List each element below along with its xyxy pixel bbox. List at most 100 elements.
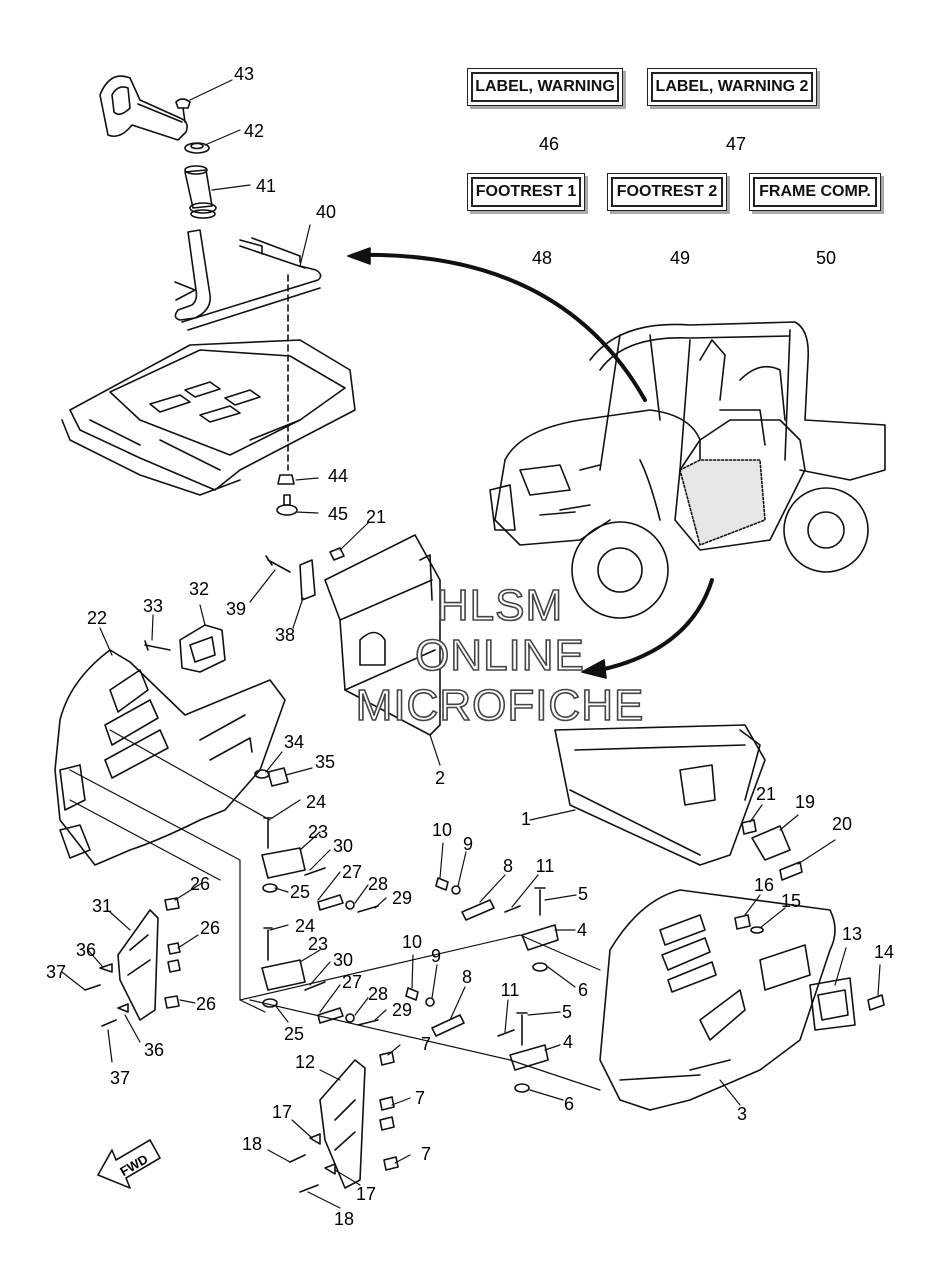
callout-5: 5	[578, 884, 588, 904]
label-number-50: 50	[816, 248, 836, 268]
callout-37: 37	[110, 1068, 130, 1088]
utility-vehicle-illustration	[489, 321, 886, 619]
callout-40: 40	[316, 202, 336, 222]
callout-24: 24	[295, 916, 315, 936]
hinge-23-lower	[261, 959, 306, 991]
callout-8: 8	[503, 856, 513, 876]
bracket-32	[179, 624, 226, 673]
frame-line	[69, 729, 271, 1013]
mudflap-31	[117, 909, 159, 1021]
collar-41	[184, 165, 217, 219]
callout-11: 11	[501, 980, 520, 1000]
washer-6-lower	[514, 1083, 530, 1093]
washer-6-upper	[532, 962, 548, 972]
callout-43: 43	[234, 64, 254, 84]
hinge-23-upper	[261, 847, 306, 879]
bolt-33	[144, 640, 171, 651]
bolt-5-upper	[534, 887, 546, 916]
callout-6: 6	[578, 980, 588, 1000]
label-warning-text: LABEL, WARNING	[471, 72, 619, 102]
bolt-24-upper	[263, 817, 273, 849]
callout-7: 7	[421, 1034, 431, 1054]
label-warning-2-text: LABEL, WARNING 2	[651, 72, 813, 102]
callout-31: 31	[92, 896, 112, 916]
washer-9-upper	[451, 885, 461, 895]
callout-16: 16	[754, 875, 774, 895]
callout-26: 26	[200, 918, 220, 938]
callout-17: 17	[272, 1102, 292, 1122]
callout-29: 29	[392, 888, 412, 908]
floor-panel	[61, 339, 356, 496]
nut-21-right	[741, 819, 757, 835]
label-warning-box: LABEL, WARNING	[467, 68, 623, 106]
callout-28: 28	[368, 984, 388, 1004]
bolt-24-lower	[263, 927, 273, 961]
strap-27-upper	[317, 894, 344, 911]
callout-6: 6	[564, 1094, 574, 1114]
callout-35: 35	[315, 752, 335, 772]
callout-45: 45	[328, 504, 348, 524]
nuts-7	[379, 1051, 399, 1171]
callout-17: 17	[356, 1184, 376, 1204]
watermark-line-2: ONLINE	[414, 631, 585, 680]
side-panel-1	[554, 724, 766, 866]
handle-bar-40	[174, 229, 322, 331]
bolt-39	[265, 555, 291, 573]
callout-18: 18	[242, 1134, 262, 1154]
callout-21: 21	[366, 507, 386, 527]
bracket-13	[809, 977, 856, 1031]
nut-16	[734, 914, 751, 930]
callout-18: 18	[334, 1209, 354, 1229]
callout-2: 2	[435, 768, 445, 788]
side-panel-2	[324, 534, 441, 736]
bolt-10-upper	[435, 877, 449, 891]
callout-33: 33	[143, 596, 163, 616]
callout-30: 30	[333, 950, 353, 970]
nut-21-top	[329, 547, 345, 561]
callout-14: 14	[874, 942, 894, 962]
bolt-20	[779, 861, 803, 881]
callout-32: 32	[189, 579, 209, 599]
label-number-46: 46	[539, 134, 559, 154]
callout-38: 38	[275, 625, 295, 645]
footrest-2-text: FOOTREST 2	[611, 177, 723, 207]
washer-9-lower	[425, 997, 435, 1007]
bolt-10-lower	[405, 987, 419, 1001]
callout-7: 7	[415, 1088, 425, 1108]
callout-39: 39	[226, 599, 246, 619]
callout-1: 1	[521, 809, 531, 829]
callout-3: 3	[737, 1104, 747, 1124]
label-number-48: 48	[532, 248, 552, 268]
callout-8: 8	[462, 967, 472, 987]
callout-10: 10	[402, 932, 422, 952]
callout-42: 42	[244, 121, 264, 141]
bolt-5-lower	[516, 1012, 528, 1046]
callout-9: 9	[463, 834, 473, 854]
footrest-2-box: FOOTREST 2	[607, 173, 727, 211]
callout-11: 11	[536, 856, 555, 876]
frame-comp-box: FRAME COMP.	[749, 173, 881, 211]
callout-34: 34	[284, 732, 304, 752]
footrest-right-3	[599, 889, 836, 1111]
bolt-11-lower	[497, 1029, 515, 1037]
callout-21: 21	[756, 784, 776, 804]
bolts-17-18	[289, 1133, 336, 1193]
bracket-4-upper	[521, 924, 559, 951]
frame-line-lower	[239, 934, 601, 1091]
callout-25: 25	[284, 1024, 304, 1044]
callout-20: 20	[832, 814, 852, 834]
strap-27-lower	[317, 1007, 344, 1024]
callout-26: 26	[196, 994, 216, 1014]
callout-37: 37	[46, 962, 66, 982]
grab-handle-part	[99, 75, 188, 141]
strap-8-upper	[461, 899, 495, 921]
callout-28: 28	[368, 874, 388, 894]
callout-9: 9	[431, 946, 441, 966]
leader-lines	[61, 79, 881, 1209]
bolt-29-upper	[357, 905, 379, 913]
callout-44: 44	[328, 466, 348, 486]
callout-36: 36	[76, 940, 96, 960]
footrest-1-box: FOOTREST 1	[467, 173, 585, 211]
